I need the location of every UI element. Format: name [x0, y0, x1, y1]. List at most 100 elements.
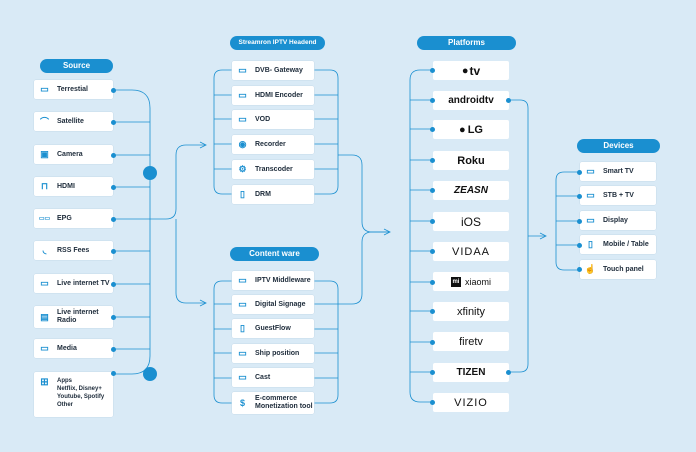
content-label: E-commerce Monetization tool [255, 395, 313, 410]
headend-vod: ▭ VOD [232, 110, 314, 129]
platform-label: firetv [459, 335, 483, 348]
connector-dot [111, 120, 116, 125]
headend-label: Recorder [255, 140, 286, 148]
connector-dot [111, 347, 116, 352]
content-digital-signage: ▭ Digital Signage [232, 295, 314, 314]
source-label: Camera [57, 150, 83, 158]
connector-dot [506, 370, 511, 375]
platform-xfinity: xfinity [433, 302, 509, 321]
stb-icon: ▭ [586, 190, 595, 200]
satellite-icon: ⌒ [39, 117, 49, 127]
connector-dot [506, 98, 511, 103]
hdmi-icon: ⊓ [40, 181, 49, 191]
connector-dot [577, 267, 582, 272]
connector-dot [111, 315, 116, 320]
source-satellite: ⌒ Satellite [34, 112, 113, 131]
content-iptv-middleware: ▭IPTV Middleware [232, 271, 314, 290]
headend-drm: ▯DRM [232, 185, 314, 204]
headend-label: VOD [255, 115, 271, 123]
source-apps: ⊞ Apps Netflix, Disney+ Youtube, Spotify… [34, 372, 113, 417]
lg-icon: ● [459, 123, 466, 136]
device-touch-panel: ☝Touch panel [580, 260, 656, 279]
connector-dot [430, 219, 435, 224]
content-label: Digital Signage [255, 300, 306, 308]
rss-icon: ◟ [42, 245, 47, 255]
content-ecommerce: $ E-commerce Monetization tool [232, 392, 314, 414]
source-label: Media [57, 344, 77, 352]
platform-lg: ●LG [433, 120, 509, 139]
platform-label: androidtv [448, 95, 494, 106]
source-label: EPG [57, 214, 72, 222]
source-label: Terrestial [57, 85, 88, 93]
source-camera: ▣ Camera [34, 145, 113, 164]
source-label: Live internet Radio [57, 309, 99, 324]
junction-dot [143, 166, 157, 180]
platform-label: tv [469, 63, 481, 78]
connector-dot [430, 400, 435, 405]
source-epg: ▭▭EPG [34, 209, 113, 228]
device-stb-tv: ▭STB + TV [580, 186, 656, 205]
content-label: Ship position [255, 349, 300, 357]
platform-tizen: TIZEN [433, 363, 509, 382]
transcoder-icon: ⚙ [238, 164, 247, 174]
platform-vizio: VIZIO [433, 393, 509, 412]
radio-icon: ▤ [40, 311, 49, 322]
encoder-icon: ▭ [238, 90, 247, 100]
device-mobile: ▯Mobile / Table [580, 235, 656, 254]
connector-dot [111, 153, 116, 158]
source-terrestial: ▭Terrestial [34, 80, 113, 99]
mi-icon: mi [450, 276, 461, 287]
connector-dot [111, 217, 116, 222]
content-label: IPTV Middleware [255, 276, 311, 284]
guestflow-icon: ▯ [240, 323, 245, 333]
platform-label: VIZIO [454, 396, 488, 409]
platform-firetv: firetv [433, 332, 509, 351]
header-devices: Devices [577, 139, 660, 153]
device-label: Mobile / Table [603, 240, 649, 248]
platform-label: LG [467, 123, 483, 136]
platform-roku: Roku [433, 151, 509, 170]
device-label: Smart TV [603, 167, 634, 175]
platform-label: xfinity [456, 305, 486, 318]
content-ship-position: ▭Ship position [232, 344, 314, 363]
junction-dot [143, 367, 157, 381]
device-smart-tv: ▭ Smart TV [580, 162, 656, 181]
ecommerce-icon: $ [239, 398, 245, 408]
headend-label: HDMI Encoder [255, 91, 303, 99]
platform-label: iOS [460, 214, 481, 229]
cast-icon: ▭ [238, 372, 247, 382]
content-label: Cast [255, 373, 271, 381]
content-guestflow: ▯GuestFlow [232, 319, 314, 338]
apps-icon: ⊞ [40, 377, 49, 388]
apps-title: Apps [57, 378, 72, 384]
signage-icon: ▭ [238, 299, 247, 309]
source-rss: ◟RSS Fees [34, 241, 113, 260]
source-label: Satellite [57, 117, 84, 125]
source-media: ▭Media [34, 339, 113, 358]
platform-label: Roku [457, 154, 485, 167]
source-label: HDMI [57, 182, 75, 190]
gateway-icon: ▭ [238, 65, 247, 75]
source-live-tv: ▭Live internet TV [34, 274, 113, 293]
headend-recorder: ◉ Recorder [232, 135, 314, 154]
headend-dvb-gateway: ▭ DVB- Gateway [232, 61, 314, 80]
platform-zeasn: ZEASN [433, 181, 509, 200]
connector-dot [430, 188, 435, 193]
header-source: Source [40, 59, 113, 73]
smart-tv-icon: ▭ [586, 166, 595, 176]
content-cast: ▭ Cast [232, 368, 314, 387]
source-radio: ▤ Live internet Radio [34, 306, 113, 328]
connector-dot [430, 127, 435, 132]
touch-icon: ☝ [584, 264, 597, 274]
header-headend: Streamron IPTV Headend [230, 36, 325, 50]
headend-label: DVB- Gateway [255, 66, 303, 74]
vod-icon: ▭ [238, 114, 247, 124]
connector-dot [430, 309, 435, 314]
camera-icon: ▣ [40, 149, 49, 159]
recorder-icon: ◉ [238, 139, 247, 149]
apps-detail: Netflix, Disney+ Youtube, Spotify Other [57, 386, 105, 408]
connector-dot [430, 68, 435, 73]
headend-label: Transcoder [255, 165, 293, 173]
